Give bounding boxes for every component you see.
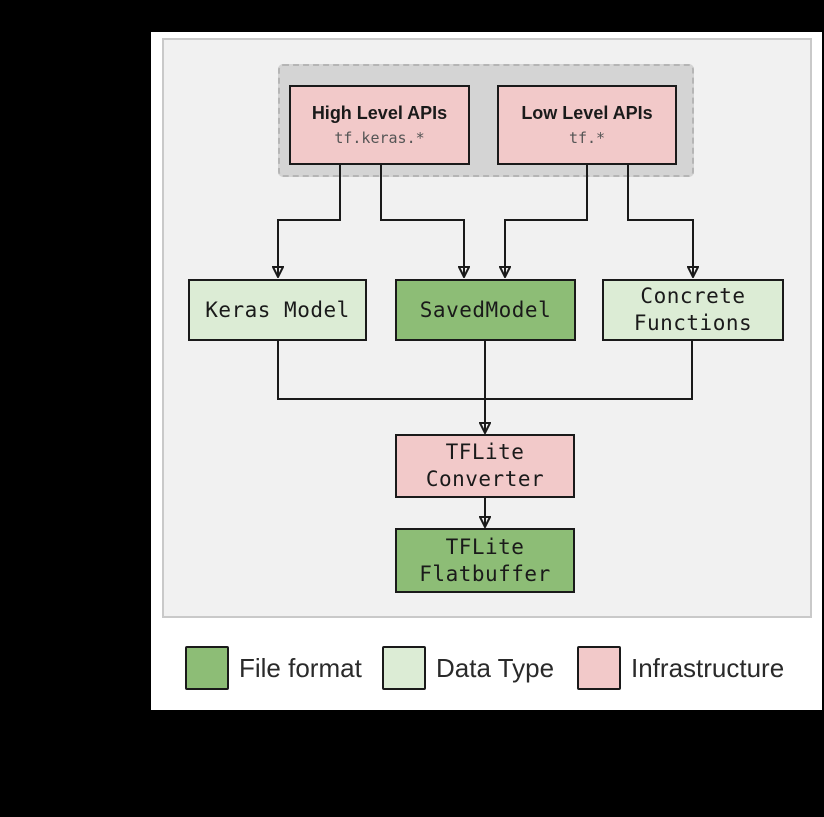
arrow-high-to-savedmodel — [380, 165, 464, 276]
tflite-flatbuffer-label-line2: Flatbuffer — [419, 561, 551, 586]
legend-item-infrastructure: Infrastructure — [577, 646, 784, 690]
file-format-swatch — [185, 646, 229, 690]
merge-line — [277, 341, 693, 400]
tflite-converter-label-line1: TFLite — [445, 440, 525, 464]
node-tflite-flatbuffer: TFLite Flatbuffer — [395, 528, 575, 593]
node-keras-model: Keras Model — [188, 279, 367, 341]
keras-model-label: Keras Model — [205, 297, 350, 322]
high-level-apis-title: High Level APIs — [311, 102, 448, 123]
file-format-label: File format — [239, 653, 362, 683]
diagram-card: High Level APIs tf.keras.* Low Level API… — [151, 32, 822, 710]
legend-item-data-type: Data Type — [382, 646, 554, 690]
node-tflite-converter: TFLite Converter — [395, 434, 575, 498]
diagram-panel: High Level APIs tf.keras.* Low Level API… — [162, 38, 812, 618]
high-level-apis-subtitle: tf.keras.* — [334, 128, 425, 147]
data-type-swatch — [382, 646, 426, 690]
tflite-flatbuffer-label-line1: TFLite — [445, 534, 525, 559]
infrastructure-label: Infrastructure — [631, 653, 785, 683]
data-type-label: Data Type — [436, 653, 555, 683]
node-saved-model: SavedModel — [395, 279, 576, 341]
low-level-apis-title: Low Level APIs — [521, 102, 653, 123]
arrow-low-to-savedmodel — [505, 165, 588, 276]
concrete-functions-label-line2: Functions — [633, 311, 753, 335]
low-level-apis-subtitle: tf.* — [568, 128, 606, 147]
legend: File format Data Type Infrastructure — [151, 646, 822, 690]
saved-model-label: SavedModel — [419, 297, 552, 322]
concrete-functions-label-line1: Concrete — [640, 284, 746, 308]
legend-item-file-format: File format — [185, 646, 362, 690]
node-concrete-functions: Concrete Functions — [602, 279, 784, 341]
arrow-high-to-keras — [278, 165, 341, 276]
infrastructure-swatch — [577, 646, 621, 690]
arrow-low-to-concrete — [627, 165, 693, 276]
node-low-level-apis: Low Level APIs tf.* — [497, 85, 677, 165]
node-high-level-apis: High Level APIs tf.keras.* — [289, 85, 470, 165]
tflite-converter-label-line2: Converter — [425, 467, 545, 491]
